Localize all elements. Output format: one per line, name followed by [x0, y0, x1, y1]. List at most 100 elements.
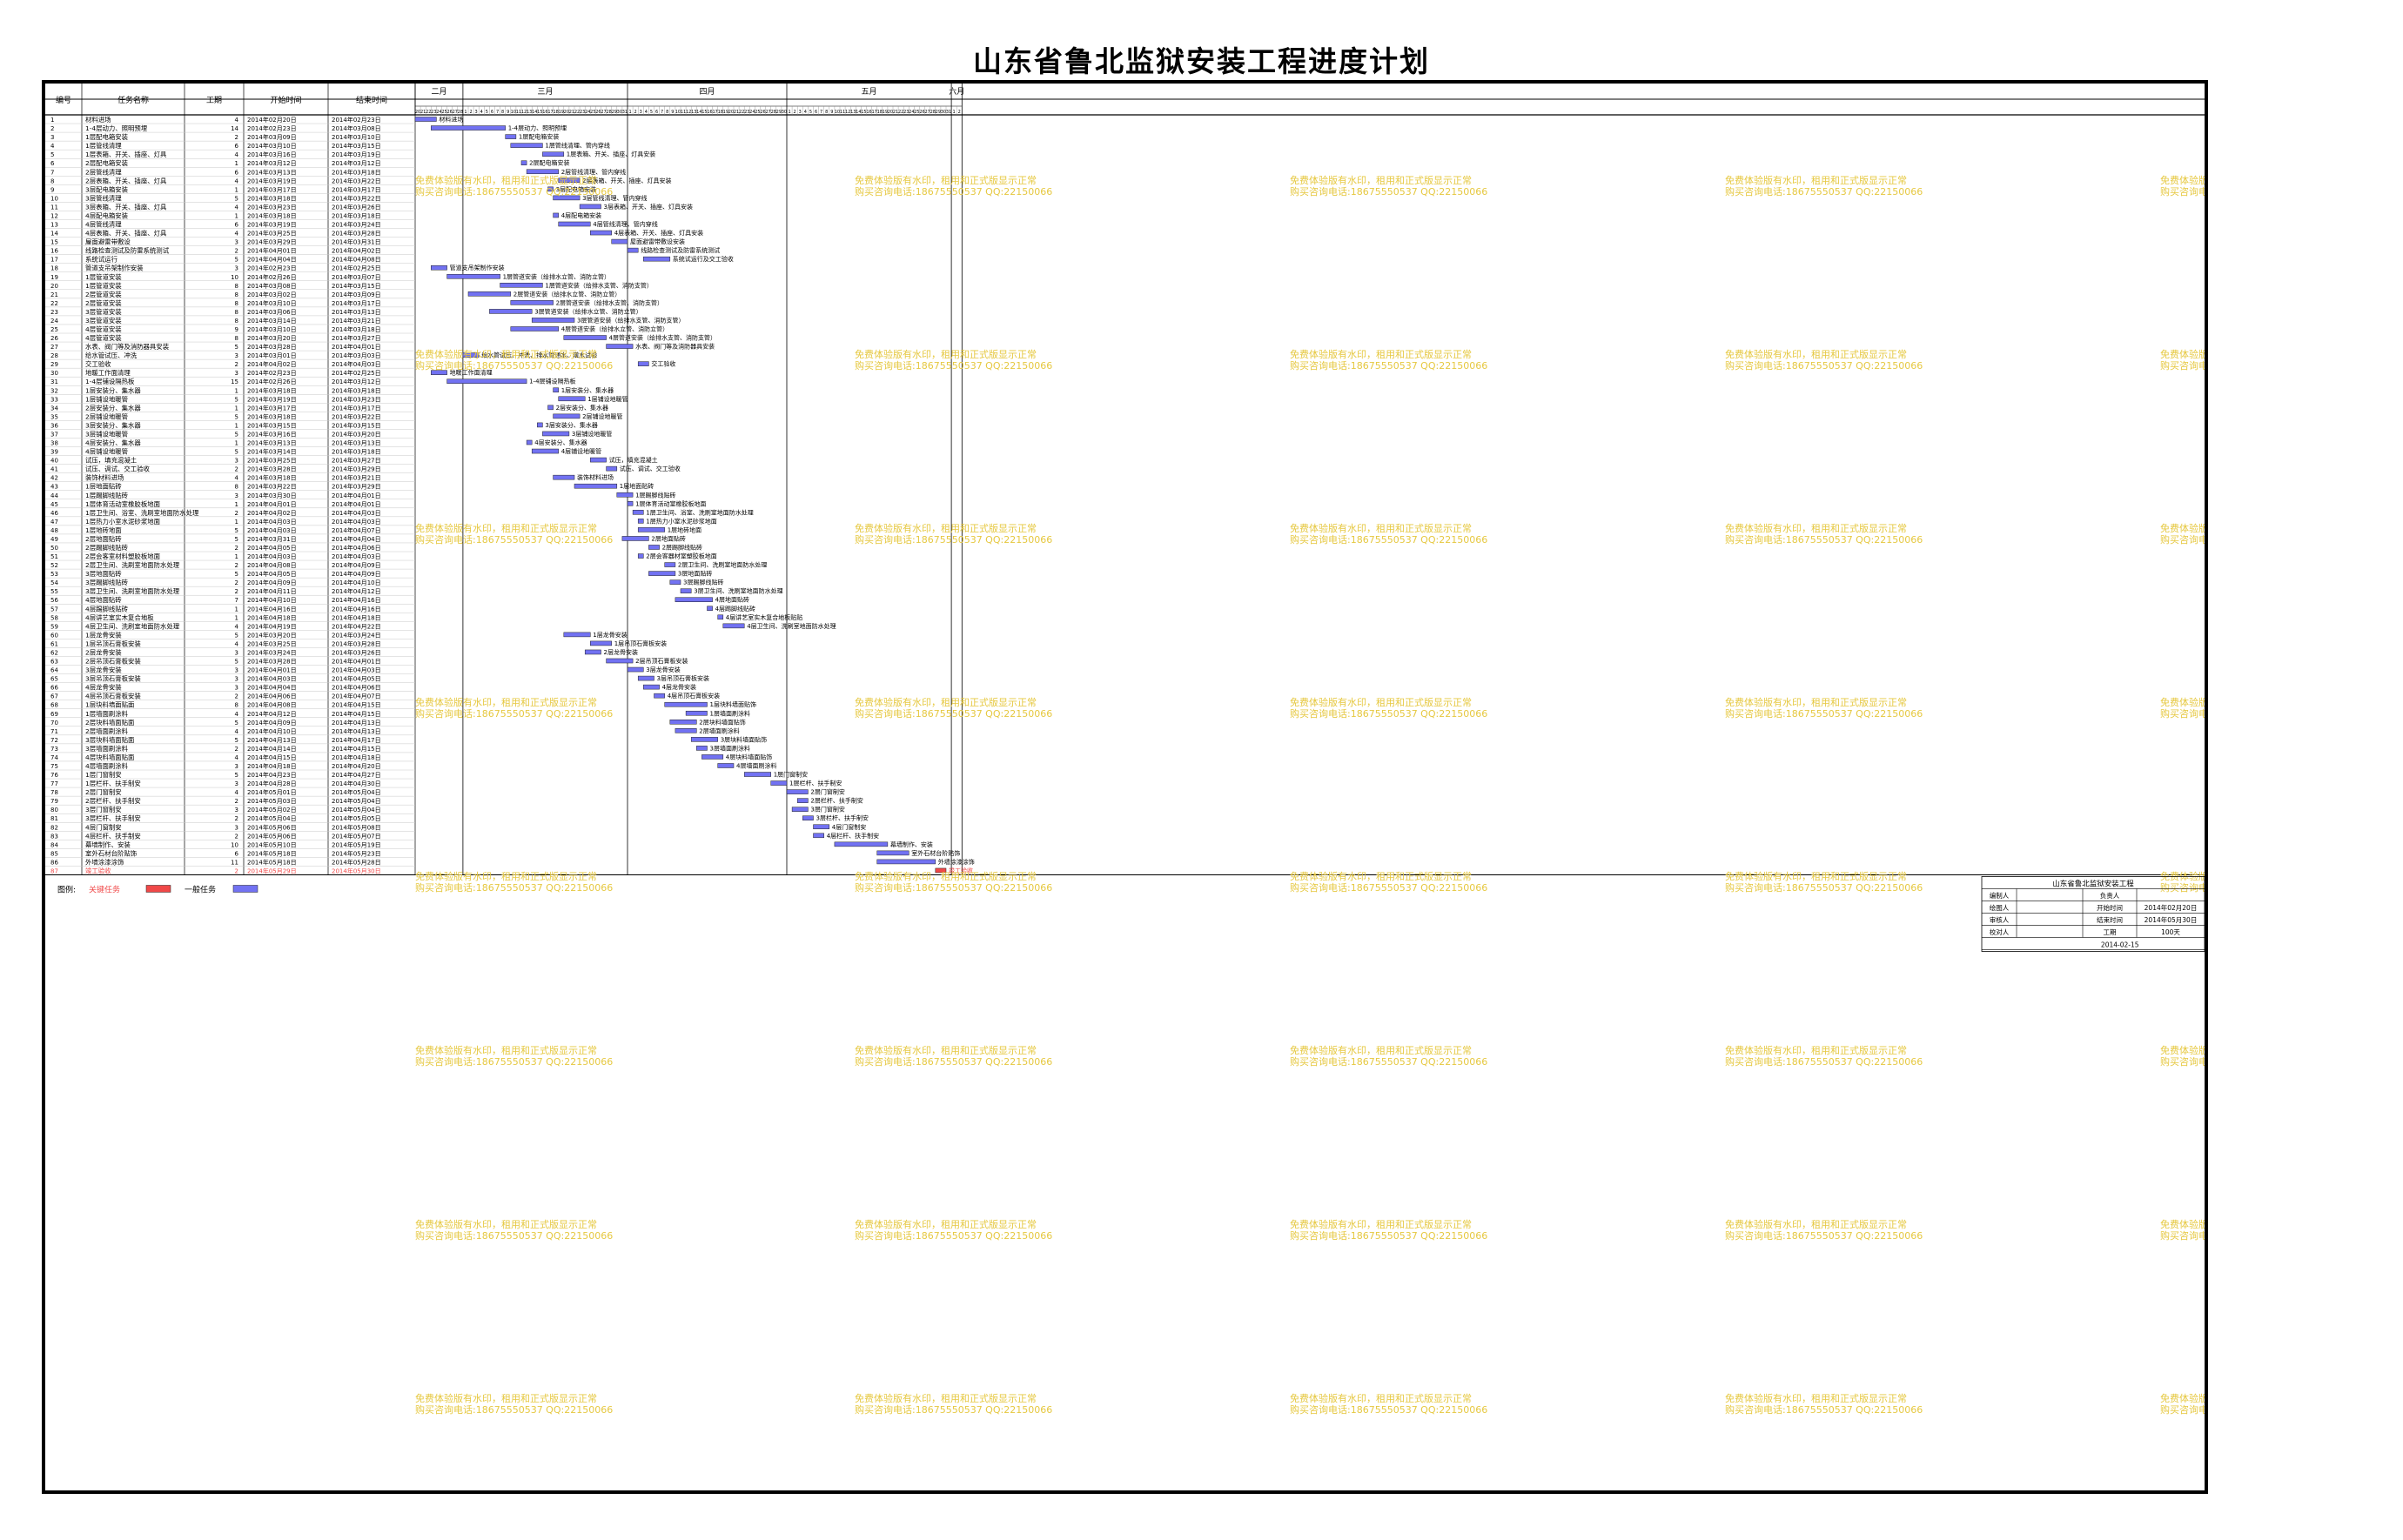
- task-bar-label: 1层地面贴砖: [620, 482, 654, 490]
- task-duration: 2: [235, 361, 238, 368]
- title-block-cell: 100天: [2161, 928, 2180, 936]
- task-name: 2层门窗制安: [85, 788, 122, 796]
- task-name: 3层表箱、开关、插座、灯具: [85, 203, 167, 211]
- task-bar-label: 4层龙骨安装: [662, 683, 696, 691]
- task-start-date: 2014年03月10日: [247, 299, 297, 307]
- task-duration: 3: [235, 667, 238, 674]
- task-bar-label: 2层吊顶石膏板安装: [635, 657, 688, 665]
- task-name: 1层配电箱安装: [85, 133, 129, 141]
- task-id: 43: [50, 484, 58, 491]
- title-block-date: 2014-02-15: [2101, 941, 2139, 948]
- day-label: 11: [681, 110, 686, 115]
- task-id: 40: [50, 458, 58, 465]
- task-bar-label: 1层卫生间、浴室、洗刷室地面防水处理: [646, 508, 753, 516]
- watermark-text: 免费体验版有水印，租用和正式版显示正常: [2160, 1044, 2205, 1056]
- task-end-date: 2014年02月25日: [332, 369, 381, 377]
- task-id: 71: [50, 728, 58, 735]
- task-bar-label: 4层门窗制安: [832, 823, 866, 831]
- watermark-text: 购买咨询电话:18675550537 QQ:22150066: [1290, 359, 1487, 372]
- day-label: 15: [701, 110, 707, 115]
- task-bar: [553, 212, 559, 218]
- task-end-date: 2014年04月03日: [332, 360, 381, 368]
- task-end-date: 2014年04月07日: [332, 693, 381, 700]
- task-bar-label: 3层踢脚线贴砖: [683, 579, 723, 586]
- task-end-date: 2014年03月27日: [332, 334, 381, 342]
- task-id: 5: [50, 151, 54, 158]
- task-start-date: 2014年04月15日: [247, 753, 297, 761]
- task-end-date: 2014年04月13日: [332, 727, 381, 735]
- watermark-text: 免费体验版有水印，租用和正式版显示正常: [1725, 1044, 1907, 1056]
- task-id: 38: [50, 440, 58, 447]
- task-id: 29: [50, 361, 58, 368]
- task-end-date: 2014年03月17日: [332, 185, 381, 193]
- task-bar: [590, 457, 607, 463]
- task-id: 51: [50, 553, 58, 560]
- task-duration: 3: [235, 676, 238, 683]
- task-start-date: 2014年04月01日: [247, 500, 297, 508]
- task-id: 46: [50, 510, 58, 517]
- task-end-date: 2014年04月15日: [332, 710, 381, 718]
- task-id: 16: [50, 248, 58, 255]
- task-id: 19: [50, 274, 58, 281]
- task-duration: 7: [235, 597, 238, 604]
- task-start-date: 2014年04月13日: [247, 736, 297, 744]
- task-end-date: 2014年04月18日: [332, 753, 381, 761]
- task-start-date: 2014年04月12日: [247, 710, 297, 718]
- watermark-text: 购买咨询电话:18675550537 QQ:22150066: [855, 359, 1052, 372]
- watermark-text: 免费体验版有水印，租用和正式版显示正常: [855, 174, 1037, 186]
- day-label: 20: [564, 110, 569, 115]
- day-label: 3: [640, 110, 642, 115]
- task-bar: [669, 720, 697, 725]
- task-bar-label: 3层块料墙面贴饰: [721, 735, 767, 743]
- task-id: 74: [50, 754, 58, 761]
- watermark-text: 免费体验版有水印，租用和正式版显示正常: [855, 1392, 1037, 1404]
- task-start-date: 2014年02月26日: [247, 273, 297, 281]
- task-duration: 3: [235, 685, 238, 692]
- month-label: 五月: [862, 87, 877, 97]
- day-label: 16: [707, 110, 712, 115]
- day-label: 23: [580, 110, 585, 115]
- task-start-date: 2014年04月18日: [247, 613, 297, 621]
- task-end-date: 2014年03月26日: [332, 203, 381, 211]
- watermark-text: 免费体验版有水印，租用和正式版显示正常: [1290, 1218, 1472, 1230]
- task-duration: 1: [235, 519, 238, 526]
- task-end-date: 2014年04月10日: [332, 579, 381, 586]
- legend-critical-label: 关键任务: [89, 884, 120, 894]
- task-bar: [654, 693, 665, 699]
- task-end-date: 2014年04月02日: [332, 247, 381, 255]
- task-id: 63: [50, 659, 58, 666]
- task-end-date: 2014年03月19日: [332, 151, 381, 158]
- task-id: 77: [50, 780, 58, 787]
- task-bar: [526, 439, 533, 445]
- task-name: 4层铺设地暖管: [85, 448, 128, 456]
- task-duration: 5: [235, 720, 238, 726]
- day-label: 29: [776, 110, 782, 115]
- day-label: 20: [415, 110, 420, 115]
- title-block: [1981, 876, 2205, 952]
- day-label: 11: [516, 110, 521, 115]
- task-name: 4层龙骨安装: [85, 684, 122, 692]
- task-name: 4层踢脚线贴砖: [85, 605, 129, 613]
- task-start-date: 2014年03月25日: [247, 230, 297, 238]
- day-label: 17: [871, 110, 876, 115]
- task-start-date: 2014年03月31日: [247, 535, 297, 543]
- task-bar: [414, 117, 437, 122]
- task-end-date: 2014年03月18日: [332, 211, 381, 219]
- day-label: 31: [946, 110, 951, 115]
- day-label: 18: [718, 110, 723, 115]
- task-start-date: 2014年03月18日: [247, 211, 297, 219]
- task-start-date: 2014年04月03日: [247, 675, 297, 683]
- task-name: 幕墙制作、安装: [85, 840, 131, 848]
- task-id: 50: [50, 545, 58, 552]
- task-name: 给水管试压、冲洗: [85, 352, 138, 359]
- task-bar-label: 1-4层动力、照明预埋: [508, 124, 567, 132]
- task-end-date: 2014年03月13日: [332, 439, 381, 447]
- task-bar-label: 1层体育活动室橡胶板地面: [635, 499, 706, 507]
- task-bar: [707, 606, 713, 612]
- day-label: 24: [585, 110, 590, 115]
- day-label: 22: [426, 110, 431, 115]
- task-end-date: 2014年03月15日: [332, 142, 381, 150]
- task-end-date: 2014年03月29日: [332, 465, 381, 473]
- task-bar-label: 4层墙面刷涂料: [736, 762, 776, 770]
- task-start-date: 2014年03月13日: [247, 439, 297, 447]
